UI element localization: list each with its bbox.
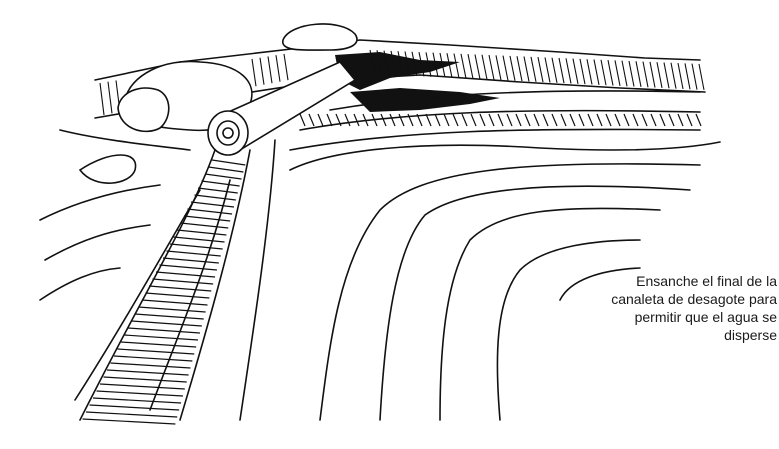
contour-left-1 bbox=[60, 130, 190, 150]
contour-left-3 bbox=[40, 185, 160, 220]
rock-top bbox=[283, 24, 357, 50]
contour-left-4 bbox=[45, 225, 150, 260]
contour-1 bbox=[290, 142, 720, 170]
channel-stream-1 bbox=[75, 190, 200, 400]
channel-right-low bbox=[290, 129, 700, 150]
culvert-mouth bbox=[208, 111, 248, 155]
road-shadow-2 bbox=[350, 88, 500, 112]
channel-stream-2 bbox=[150, 180, 230, 410]
contour-left-2 bbox=[80, 155, 136, 183]
caption: Ensanche el final de la canaleta de desa… bbox=[527, 272, 777, 344]
caption-line-1: Ensanche el final de la bbox=[527, 272, 777, 290]
contour-left-5 bbox=[40, 268, 120, 300]
caption-line-4: disperse bbox=[527, 326, 777, 344]
rock-small bbox=[118, 88, 169, 131]
caption-line-2: canaleta de desagote para bbox=[527, 290, 777, 308]
channel-edge-outer bbox=[240, 140, 275, 420]
caption-line-3: permitir que el agua se bbox=[527, 308, 777, 326]
channel-hatching bbox=[83, 114, 702, 424]
